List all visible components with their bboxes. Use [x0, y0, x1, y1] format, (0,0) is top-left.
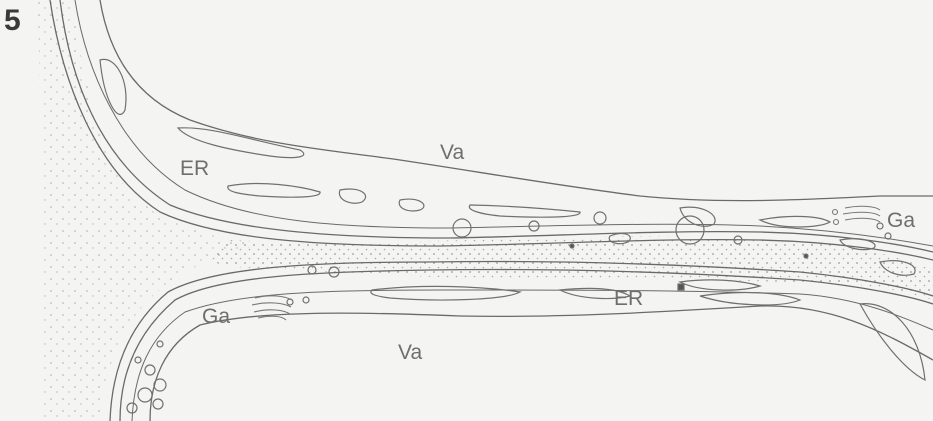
- upper-pm-1: [60, 0, 933, 252]
- er-cisterna-2: [178, 128, 304, 158]
- golgi-right: [833, 206, 881, 224]
- upper-pm-2: [50, 0, 933, 260]
- label-ga-right: Ga: [887, 210, 915, 231]
- er-cisterna-3: [228, 184, 320, 198]
- label-er-lower: ER: [614, 288, 643, 309]
- er-lower-4: [700, 293, 800, 305]
- upper-tonoplast: [100, 0, 933, 201]
- er-cisterna-5: [339, 189, 365, 203]
- left-wall-stipple: [38, 0, 260, 421]
- lower-pm-2: [110, 261, 933, 421]
- er-cisterna-4: [469, 205, 580, 217]
- er-lower-5: [860, 304, 925, 380]
- panel-number: 5: [4, 6, 21, 36]
- er-cisterna-1: [100, 59, 126, 114]
- label-va-lower: Va: [398, 342, 422, 363]
- er-lower-3: [680, 280, 760, 290]
- lower-tonoplast: [150, 306, 933, 421]
- er-lower-1: [371, 286, 520, 300]
- label-ga-left: Ga: [202, 306, 230, 327]
- label-er-upper: ER: [180, 158, 209, 179]
- lower-pm-1: [120, 269, 933, 421]
- label-va-upper: Va: [440, 142, 464, 163]
- er-cisterna-6: [399, 199, 424, 211]
- upper-wall-inner: [75, 0, 933, 246]
- er-cisterna-9: [760, 216, 830, 227]
